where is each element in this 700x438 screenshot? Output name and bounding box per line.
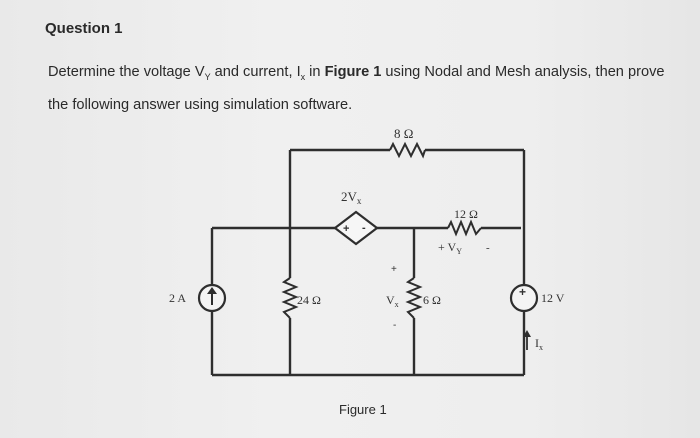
dep-source-plus: + [343,223,349,235]
figure-caption: Figure 1 [339,402,387,417]
ix-arrow [523,330,531,350]
resistor-12-ohm [447,219,482,237]
question-title: Question 1 [45,20,123,37]
label-6-ohm: 6 Ω [423,293,441,307]
question-body: Determine the voltage VY and current, Ix… [48,58,688,119]
label-dep-source: 2Vx [341,189,362,206]
voltage-source-12v: + - [509,283,539,317]
question-line-2: the following answer using simulation so… [48,96,353,113]
current-source [197,283,227,313]
dep-source-minus: - [362,222,366,234]
label-12v: 12 V [541,291,565,305]
label-vx-plus: + [391,264,397,275]
label-24-ohm: 24 Ω [297,293,321,307]
arrow-up-icon [523,330,531,337]
label-12-ohm: 12 Ω [454,207,478,221]
question-line-1: Determine the voltage VY and current, Ix… [48,64,665,82]
label-8-ohm: 8 Ω [394,126,413,141]
resistor-6-ohm [405,277,423,319]
figure-reference: Figure 1 [324,64,382,80]
label-ix: Ix [535,336,543,352]
label-vx: Vx [386,293,399,309]
resistor-24-ohm [281,277,299,319]
vsource-plus: + [519,285,526,299]
arrow-up-icon [207,287,217,294]
dependent-voltage-source: + - [333,210,379,246]
label-vx-minus: - [393,320,396,331]
label-vy: + VY [438,240,462,256]
label-2a: 2 A [169,291,186,305]
vsource-minus: - [521,305,525,317]
label-vy-minus: - [486,242,490,254]
resistor-8-ohm [389,141,426,159]
